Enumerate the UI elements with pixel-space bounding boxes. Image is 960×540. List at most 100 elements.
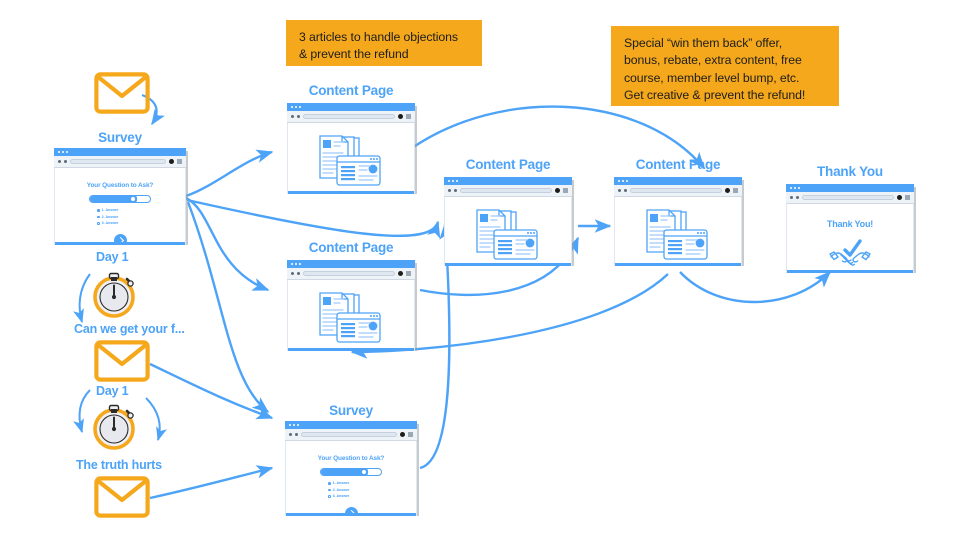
answer-option[interactable]: 2. Answer [328,487,374,494]
document-stack-icon [314,290,388,351]
menu-square-icon[interactable] [905,195,910,200]
content-page-1-window[interactable] [287,103,417,194]
forward-dot-icon[interactable] [297,115,300,118]
menu-square-icon[interactable] [406,114,411,119]
thank-you-window[interactable]: Thank You! [786,184,916,273]
window-baseline [445,263,571,266]
menu-square-icon[interactable] [406,271,411,276]
forward-dot-icon[interactable] [295,433,298,436]
url-bar[interactable] [70,159,166,164]
record-circle-icon [398,114,403,119]
window-shadow [571,180,574,266]
record-circle-icon [555,188,560,193]
node-title-content-2: Content Page [308,240,394,255]
answer-option[interactable]: 2. Answer [97,214,143,221]
wire-surveytop-to-content3 [186,198,441,239]
back-dot-icon[interactable] [291,272,294,275]
back-dot-icon[interactable] [58,160,61,163]
titlebar-dot-icon [299,106,301,108]
content-page-4-body [614,197,742,266]
node-title-content-3: Content Page [465,157,551,172]
window-toolbar [287,268,415,280]
menu-square-icon[interactable] [408,432,413,437]
window-titlebar [614,177,742,185]
answer-option[interactable]: 3. Answer [328,493,374,500]
titlebar-dot-icon [291,263,293,265]
window-baseline [615,263,741,266]
slider-fill [90,196,137,202]
content-page-2-window[interactable] [287,260,417,351]
slider-knob[interactable] [361,470,366,474]
url-bar[interactable] [301,432,397,437]
document-stack-icon [471,207,545,266]
forward-dot-icon[interactable] [297,272,300,275]
next-arrow-icon[interactable] [113,233,127,245]
url-bar[interactable] [802,195,894,200]
envelope-icon[interactable] [94,340,150,387]
content-page-3-window[interactable] [444,177,574,266]
answer-option[interactable]: 1. Answer [328,480,374,487]
url-bar[interactable] [460,188,552,193]
url-bar[interactable] [303,114,395,119]
url-bar[interactable] [303,271,395,276]
titlebar-dot-icon [452,180,454,182]
titlebar-dot-icon [618,180,620,182]
envelope-icon[interactable] [94,476,150,523]
survey-bottom-window[interactable]: Your Question to Ask? 1. Answer 2. Answe… [285,421,419,516]
note-offer: Special “win them back” offer, bonus, re… [611,26,839,106]
back-dot-icon[interactable] [790,196,793,199]
window-toolbar [54,156,186,168]
answer-label: 1. Answer [101,208,119,212]
survey-slider[interactable] [89,195,151,203]
envelope-icon[interactable] [94,72,150,119]
back-dot-icon[interactable] [291,115,294,118]
record-circle-icon [169,159,174,164]
back-dot-icon[interactable] [448,189,451,192]
url-bar[interactable] [630,188,722,193]
forward-dot-icon[interactable] [796,196,799,199]
node-title-survey-bottom: Survey [329,403,373,418]
radio-icon[interactable] [97,222,100,225]
radio-icon[interactable] [328,495,331,498]
radio-icon[interactable] [328,488,331,492]
forward-dot-icon[interactable] [454,189,457,192]
radio-icon[interactable] [328,482,331,485]
record-circle-icon [897,195,902,200]
survey-question: Your Question to Ask? [86,182,154,189]
answer-option[interactable]: 1. Answer [97,207,143,214]
titlebar-dot-icon [297,424,299,426]
answer-label: 1. Answer [332,481,350,485]
window-toolbar [614,185,742,197]
answer-label: 3. Answer [101,221,119,226]
titlebar-dot-icon [291,106,293,108]
back-dot-icon[interactable] [618,189,621,192]
radio-icon[interactable] [97,215,100,219]
window-baseline [787,270,913,273]
window-baseline [286,513,416,516]
radio-icon[interactable] [97,209,100,212]
titlebar-dot-icon [626,180,628,182]
timer-label-day1-b: Day 1 [96,384,129,398]
survey-bottom-body: Your Question to Ask? 1. Answer 2. Answe… [285,441,417,516]
answer-option[interactable]: 3. Answer [97,220,143,227]
back-dot-icon[interactable] [289,433,292,436]
content-page-4-window[interactable] [614,177,744,266]
menu-square-icon[interactable] [563,188,568,193]
slider-knob[interactable] [130,197,135,201]
stopwatch-icon [88,400,140,457]
titlebar-dot-icon [299,263,301,265]
menu-square-icon[interactable] [733,188,738,193]
window-shadow [185,151,188,245]
menu-square-icon[interactable] [177,159,182,164]
wire-timer2-out [145,397,167,442]
forward-dot-icon[interactable] [64,160,67,163]
document-stack-icon [641,207,715,266]
window-titlebar [287,260,415,268]
forward-dot-icon[interactable] [624,189,627,192]
handshake-check-icon [827,233,873,273]
record-circle-icon [725,188,730,193]
next-arrow-icon[interactable] [344,506,358,516]
survey-slider[interactable] [320,468,382,476]
survey-top-window[interactable]: Your Question to Ask? 1. Answer 2. Answe… [54,148,188,245]
titlebar-dot-icon [66,151,68,153]
